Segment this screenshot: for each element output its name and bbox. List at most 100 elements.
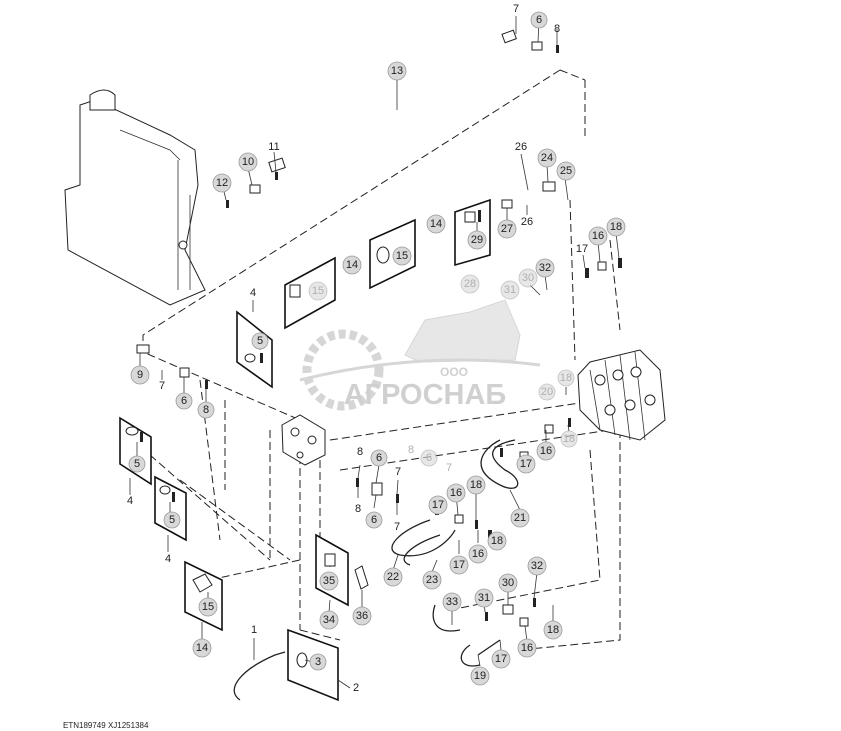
callout-17-low: 17: [449, 555, 469, 575]
svg-text:35: 35: [323, 575, 335, 587]
hydraulic-tank: [64, 89, 206, 306]
callout-30-low: 30: [498, 573, 518, 593]
callout-20: 20: [538, 383, 556, 401]
svg-text:32: 32: [539, 262, 551, 274]
svg-text:17: 17: [453, 559, 465, 571]
callout-24: 24: [537, 148, 557, 168]
callout-16-right: 16: [588, 226, 608, 246]
callout-6-top: 6: [530, 11, 548, 29]
svg-text:15: 15: [396, 250, 408, 262]
drawing-codes: ETN189749 XJ1251384: [63, 721, 148, 730]
callout-19: 19: [470, 666, 490, 686]
callout-16-mid: 16: [446, 483, 466, 503]
svg-text:1: 1: [251, 624, 257, 636]
svg-text:27: 27: [501, 223, 513, 235]
svg-text:6: 6: [181, 395, 187, 407]
callout-33: 33: [442, 592, 462, 612]
svg-text:18: 18: [470, 479, 482, 491]
callout-5-mid: 5: [128, 455, 146, 473]
svg-text:30: 30: [522, 272, 534, 284]
manifold-block: [281, 414, 326, 466]
svg-text:11: 11: [268, 141, 279, 153]
svg-text:22: 22: [387, 571, 399, 583]
callout-8-mid-a: 8: [357, 446, 363, 458]
svg-text:7: 7: [446, 462, 452, 474]
assembly-frame: [142, 69, 621, 651]
svg-text:29: 29: [471, 234, 483, 246]
callout-2: 2: [353, 682, 359, 694]
kit-panel-4-top: [236, 310, 273, 389]
callout-4-low: 4: [165, 553, 171, 565]
callout-34: 34: [319, 610, 339, 630]
svg-text:17: 17: [495, 653, 507, 665]
svg-text:17: 17: [576, 243, 588, 255]
svg-text:14: 14: [196, 642, 208, 654]
watermark-gear-icon: [302, 329, 384, 411]
svg-text:8: 8: [203, 404, 209, 416]
svg-text:18: 18: [491, 535, 503, 547]
svg-text:4: 4: [250, 287, 256, 299]
callout-32-right: 32: [535, 258, 555, 278]
svg-text:17: 17: [432, 499, 444, 511]
drawing-code-left: ETN189749: [63, 721, 106, 730]
svg-text:33: 33: [446, 596, 458, 608]
callout-8-mid-b: 8: [355, 503, 361, 515]
callout-16-bottom: 16: [517, 638, 537, 658]
svg-text:14: 14: [346, 259, 358, 271]
callout-35: 35: [319, 571, 339, 591]
callout-27: 27: [497, 219, 517, 239]
svg-text:28: 28: [464, 278, 476, 290]
svg-text:26: 26: [521, 216, 533, 228]
svg-text:16: 16: [592, 230, 604, 242]
svg-text:5: 5: [134, 458, 140, 470]
watermark-prefix: ООО: [440, 365, 468, 379]
svg-text:20: 20: [541, 386, 553, 398]
callout-22: 22: [383, 567, 403, 587]
callout-17-bottom: 17: [491, 649, 511, 669]
svg-text:9: 9: [137, 369, 143, 381]
svg-text:7: 7: [394, 521, 400, 533]
watermark: ООО АГРОСНАБ: [299, 299, 541, 411]
watermark-harvester-icon: [404, 299, 521, 363]
callout-21: 21: [510, 508, 530, 528]
svg-text:30: 30: [502, 577, 514, 589]
callout-4-mid: 4: [127, 495, 133, 507]
callout-6-mid-b: 6: [365, 511, 383, 529]
svg-text:16: 16: [472, 548, 484, 560]
svg-text:6: 6: [426, 452, 432, 464]
callout-6-mid-a: 6: [370, 449, 388, 467]
callout-18-low: 18: [487, 531, 507, 551]
callout-36: 36: [352, 606, 372, 626]
callout-29: 29: [467, 230, 487, 250]
svg-text:6: 6: [376, 452, 382, 464]
svg-text:8: 8: [408, 444, 414, 456]
callout-8-faded: 8: [408, 444, 414, 456]
callout-15-low: 15: [198, 597, 218, 617]
callout-6-faded: 6: [420, 449, 438, 467]
callout-9: 9: [130, 365, 150, 385]
callout-3: 3: [309, 653, 327, 671]
kit-panel-14-b: [369, 218, 416, 290]
svg-text:5: 5: [257, 335, 263, 347]
svg-text:18: 18: [610, 221, 622, 233]
svg-text:4: 4: [127, 495, 133, 507]
svg-text:15: 15: [312, 285, 324, 297]
svg-text:10: 10: [242, 156, 254, 168]
callout-17-right: 17: [576, 243, 588, 255]
svg-text:8: 8: [355, 503, 361, 515]
callout-30-right: 30: [518, 268, 538, 288]
callout-18-right: 18: [606, 217, 626, 237]
callout-12: 12: [212, 173, 232, 193]
callout-14-a: 14: [342, 255, 362, 275]
callout-13: 13: [387, 61, 407, 81]
svg-text:7: 7: [159, 380, 165, 392]
panel-contents: [125, 210, 481, 668]
callout-17-valve: 17: [516, 454, 536, 474]
callout-7-left: 7: [159, 380, 165, 392]
callout-8-left: 8: [197, 401, 215, 419]
kit-panel-4-low: [154, 475, 187, 542]
svg-text:16: 16: [450, 487, 462, 499]
svg-text:31: 31: [478, 592, 490, 604]
svg-text:17: 17: [520, 458, 532, 470]
